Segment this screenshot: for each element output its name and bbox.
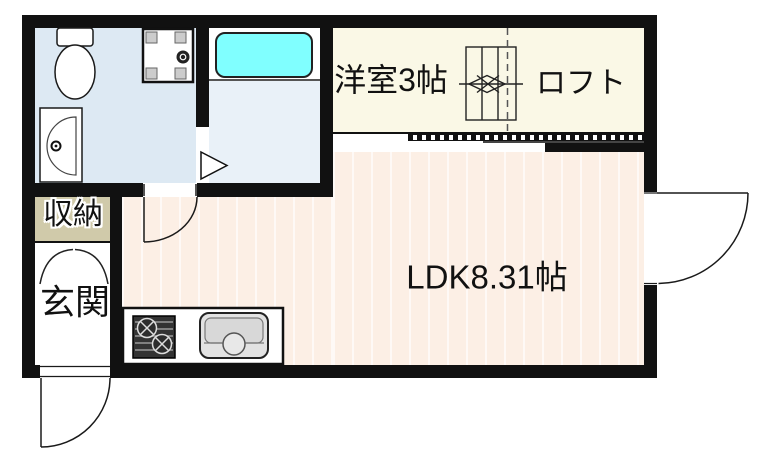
wall-bottom-left: [22, 365, 40, 378]
entry-door-icon: [40, 365, 111, 448]
loft-ladder-icon: [459, 46, 523, 121]
gas-stove-icon: [132, 315, 176, 359]
washing-machine-pan-icon: [141, 27, 195, 84]
western-room-label: 洋室3帖: [334, 62, 448, 98]
wall-left: [22, 15, 35, 378]
ldk-label: LDK8.31帖: [406, 258, 568, 296]
bath-folding-door-icon: [196, 127, 229, 183]
wall-right-upper: [644, 15, 657, 192]
storage-label: 収納: [43, 198, 103, 231]
loft-label: ロフト: [536, 67, 626, 100]
wall-entrance-right: [110, 183, 122, 378]
wall-bottom: [110, 365, 657, 378]
bathtub-icon: [215, 32, 313, 78]
toilet-icon: [54, 27, 96, 100]
wall-washroom-bottom-right: [196, 183, 333, 197]
loft-edge-hatched-line: [408, 134, 644, 141]
wall-right-lower: [644, 285, 657, 378]
vanity-sink-icon: [39, 107, 83, 183]
ldk-exterior-door-icon: [644, 192, 749, 285]
kitchen-counter: [121, 306, 285, 366]
wall-bathroom-right: [320, 15, 333, 197]
wall-loft-edge-bar: [545, 142, 644, 152]
storage-double-doors-icon: [39, 248, 109, 285]
wall-top: [22, 15, 657, 28]
wall-washroom-bathroom: [196, 15, 209, 127]
room-western-loft: [333, 28, 644, 134]
room-ldk-main: [333, 152, 644, 365]
washroom-swing-door-icon: [143, 183, 198, 243]
loft-edge-thin-line: [483, 141, 644, 143]
kitchen-sink-icon: [199, 312, 269, 359]
entrance-label: 玄関: [39, 283, 111, 323]
room-storage: [35, 197, 110, 243]
